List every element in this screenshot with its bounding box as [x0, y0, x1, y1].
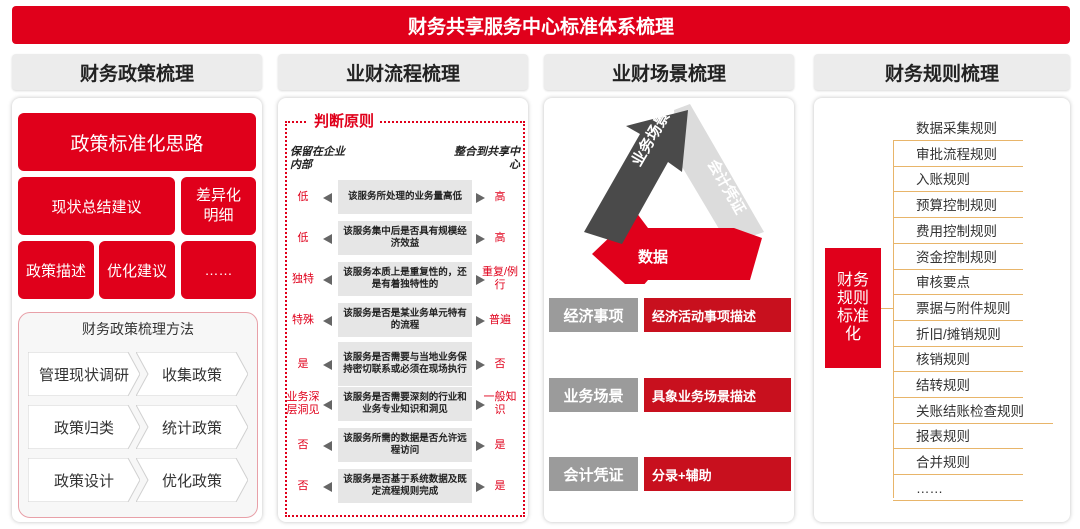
right-arrow-icon	[476, 400, 485, 410]
right-side-heading: 整合到共享中心	[454, 146, 520, 171]
rule-item: 结转规则	[916, 378, 970, 393]
rule-underline	[893, 423, 1053, 424]
right-arrow-icon	[476, 275, 485, 285]
principle-row: 是 该服务是否需要与当地业务保持密切联系或必须在现场执行 否	[286, 341, 524, 387]
rule-underline	[893, 474, 1023, 475]
policy-diff-box: 差异化明细	[181, 177, 256, 235]
rule-item: 资金控制规则	[916, 250, 997, 265]
rule-underline	[893, 140, 1023, 141]
rule-item: 报表规则	[916, 429, 970, 444]
rule-underline	[893, 243, 1023, 244]
judgment-title: 判断原则	[308, 110, 381, 131]
left-arrow-icon	[323, 441, 332, 451]
rule-item: 核销规则	[916, 352, 970, 367]
rule-item: 审核要点	[916, 275, 970, 290]
left-arrow-icon	[323, 275, 332, 285]
column-header-rules: 财务规则梳理	[814, 54, 1070, 90]
principle-row: 特殊 该服务是否是某业务单元特有的流程 普遍	[286, 300, 524, 340]
rule-underline	[893, 217, 1023, 218]
cycle-label-data: 数据	[638, 249, 669, 266]
principle-row: 独特 该服务本质上是重复性的，还是有着独特性的 重复/例行	[286, 259, 524, 299]
rules-standard-box: 财务规则标准化	[825, 248, 881, 368]
rule-item: 预算控制规则	[916, 198, 997, 213]
right-arrow-icon	[476, 316, 485, 326]
principle-row: 低 该服务所处理的业务量高低 高	[286, 177, 524, 217]
rule-underline	[893, 397, 1023, 398]
method-title: 财务政策梳理方法	[82, 321, 194, 337]
rule-item: 入账规则	[916, 172, 970, 187]
principle-row: 低 该服务集中后是否具有规模经济效益 高	[286, 218, 524, 258]
right-arrow-icon	[476, 482, 485, 492]
cycle-arrow-scene	[584, 110, 688, 244]
rule-item: 关账结账检查规则	[916, 404, 1024, 419]
left-arrow-icon	[323, 316, 332, 326]
cycle-arrow-data	[592, 212, 762, 284]
scene-row: 会计凭证分录+辅助	[549, 457, 791, 491]
scene-row: 业务场景具象业务场景描述	[549, 378, 791, 412]
policy-main-box: 政策标准化思路	[18, 113, 256, 171]
left-arrow-icon	[323, 193, 332, 203]
cycle-diagram	[584, 104, 764, 284]
column-header-scene: 业财场景梳理	[544, 54, 794, 90]
rule-underline	[893, 500, 1023, 501]
connector-line	[893, 140, 894, 498]
rule-underline	[893, 166, 1023, 167]
policy-more-box: ……	[181, 241, 256, 299]
left-arrow-icon	[323, 234, 332, 244]
rule-item: 费用控制规则	[916, 224, 997, 239]
connector-line	[881, 308, 893, 309]
principle-row: 否 该服务是否基于系统数据及既定流程规则完成 是	[286, 466, 524, 506]
principle-row: 业务深层洞见 该服务是否需要深刻的行业和业务专业知识和洞见 一般知识	[286, 384, 524, 424]
policy-summary-box: 现状总结建议	[18, 177, 175, 235]
method-step: 收集政策	[136, 352, 248, 396]
column-header-policy: 财务政策梳理	[12, 54, 262, 90]
policy-describe-box: 政策描述	[18, 241, 94, 299]
method-step: 政策设计	[28, 458, 140, 502]
method-step: 政策归类	[28, 405, 140, 449]
right-arrow-icon	[476, 234, 485, 244]
method-step: 优化政策	[136, 458, 248, 502]
rule-item: 数据采集规则	[916, 121, 997, 136]
rule-item: 票据与附件规则	[916, 301, 1011, 316]
method-step: 统计政策	[136, 405, 248, 449]
left-arrow-icon	[323, 482, 332, 492]
cycle-arrow-voucher	[674, 104, 764, 244]
principle-row: 否 该服务所需的数据是否允许远程访问 是	[286, 425, 524, 465]
left-arrow-icon	[323, 400, 332, 410]
right-arrow-icon	[476, 193, 485, 203]
left-arrow-icon	[323, 360, 332, 370]
column-header-process: 业财流程梳理	[278, 54, 528, 90]
rule-item: 审批流程规则	[916, 147, 997, 162]
rule-underline	[893, 448, 1023, 449]
rule-underline	[893, 191, 1023, 192]
rule-underline	[893, 371, 1023, 372]
method-step: 管理现状调研	[28, 352, 140, 396]
policy-optimize-box: 优化建议	[99, 241, 175, 299]
judgment-frame	[285, 121, 525, 517]
rule-underline	[893, 346, 1023, 347]
rule-underline	[893, 294, 1023, 295]
rule-item: 折旧/摊销规则	[916, 327, 1001, 342]
scene-row: 经济事项经济活动事项描述	[549, 298, 791, 332]
main-title-banner: 财务共享服务中心标准体系梳理	[12, 6, 1070, 44]
right-arrow-icon	[476, 441, 485, 451]
left-side-heading: 保留在企业内部	[290, 146, 345, 171]
rule-item: 合并规则	[916, 455, 970, 470]
rule-underline	[893, 269, 1023, 270]
rule-item: ……	[916, 481, 943, 496]
right-arrow-icon	[476, 360, 485, 370]
rule-underline	[893, 320, 1023, 321]
